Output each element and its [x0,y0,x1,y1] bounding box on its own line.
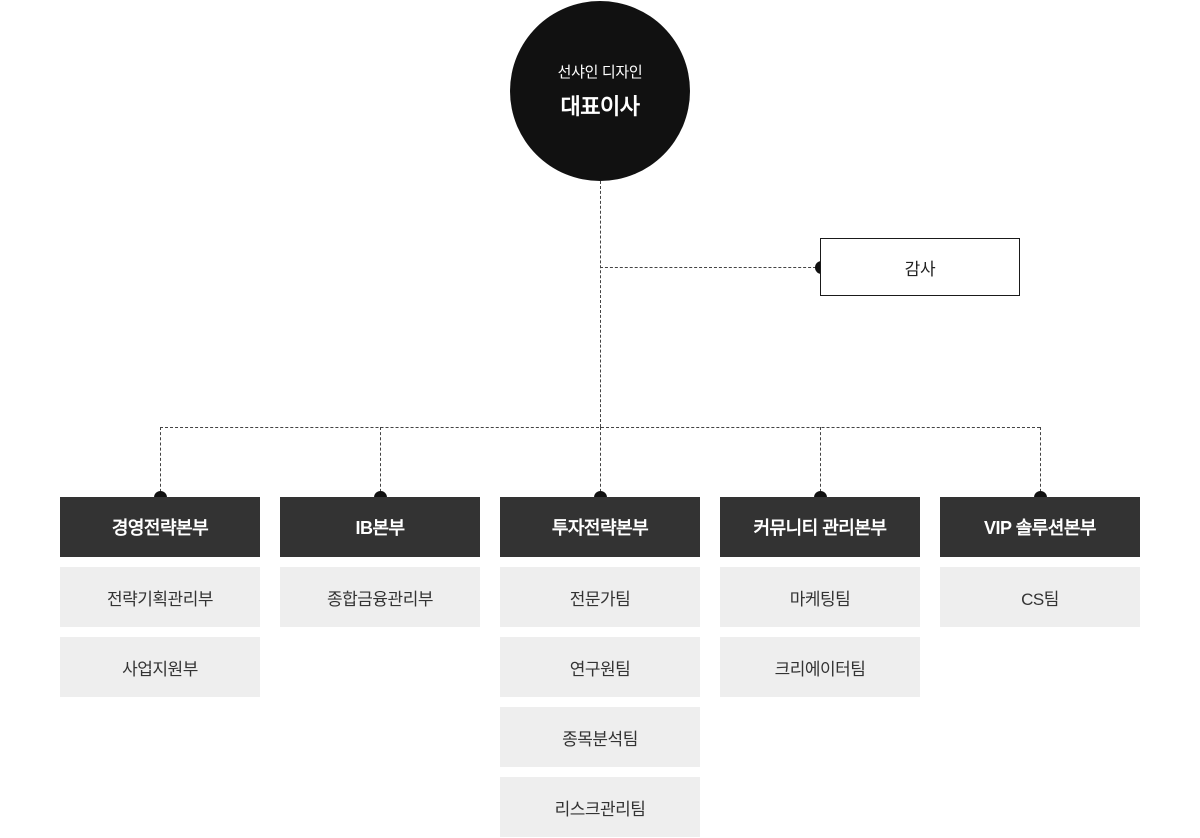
connector-drop-line [380,427,381,497]
company-name: 선샤인 디자인 [557,64,643,81]
connector-audit-branch-line [600,267,821,268]
department-header: VIP 솔루션본부 [940,497,1140,557]
team-box: 전략기획관리부 [60,567,260,627]
connector-main-vertical-line [600,181,601,427]
ceo-title: 대표이사 [560,94,640,119]
connector-drop-line [820,427,821,497]
team-box: 종목분석팀 [500,707,700,767]
department-header: 경영전략본부 [60,497,260,557]
department-column: VIP 솔루션본부 CS팀 [940,497,1140,627]
team-box: 크리에이터팀 [720,637,920,697]
team-box: 연구원팀 [500,637,700,697]
connector-drop-line [1040,427,1041,497]
connector-drop-line [160,427,161,497]
ceo-node: 선샤인 디자인 대표이사 [510,1,690,181]
team-box: 리스크관리팀 [500,777,700,837]
department-column: IB본부 종합금융관리부 [280,497,480,627]
team-box: 전문가팀 [500,567,700,627]
team-box: 마케팅팀 [720,567,920,627]
team-box: CS팀 [940,567,1140,627]
department-header: 투자전략본부 [500,497,700,557]
department-header: IB본부 [280,497,480,557]
team-box: 종합금융관리부 [280,567,480,627]
audit-box: 감사 [820,238,1020,296]
connector-drop-line [600,427,601,497]
department-header: 커뮤니티 관리본부 [720,497,920,557]
team-box: 사업지원부 [60,637,260,697]
